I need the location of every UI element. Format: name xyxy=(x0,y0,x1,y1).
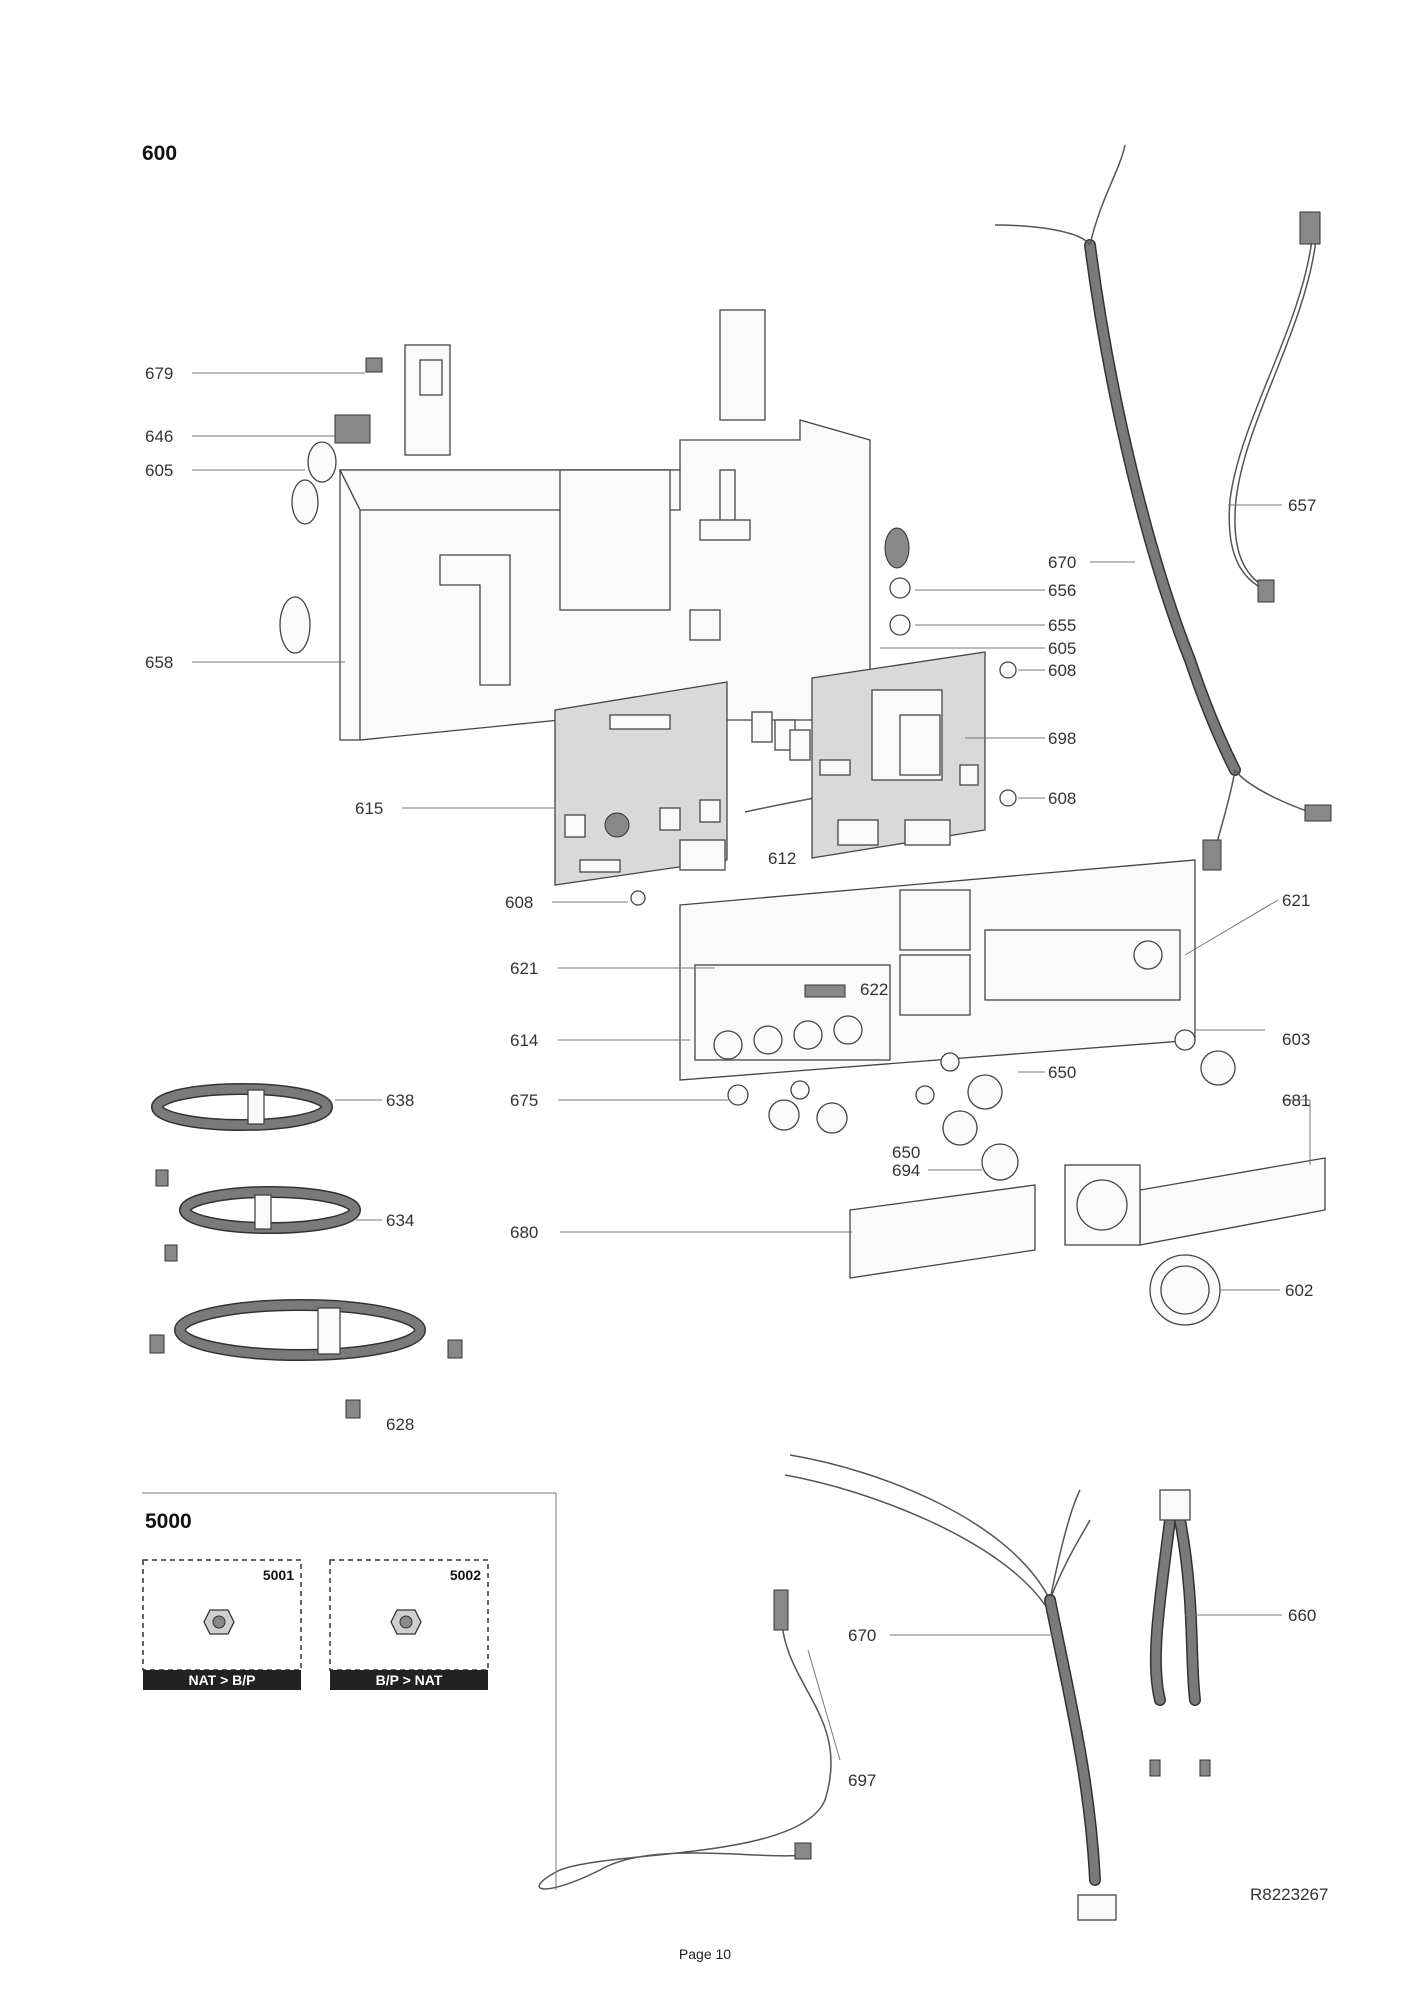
leader-lines xyxy=(192,372,1311,1761)
kit-card-5002: 5002 B/P > NAT xyxy=(329,1559,489,1690)
callout-612: 612 xyxy=(768,849,796,868)
callout-614: 614 xyxy=(510,1031,538,1050)
kit-card-5001: 5001 NAT > B/P xyxy=(142,1559,302,1690)
connector-612 xyxy=(744,711,861,813)
part-658-grommet xyxy=(279,596,311,654)
washer-608-left xyxy=(630,890,646,906)
part-655-grommet xyxy=(889,614,911,636)
callout-658: 658 xyxy=(145,653,173,672)
sensor-cable-697 xyxy=(538,1589,832,1890)
callout-670-upper: 670 xyxy=(1048,553,1076,572)
kit-number-5002: 5002 xyxy=(450,1567,481,1583)
control-box-housing xyxy=(338,419,871,741)
drawing-reference: R8223267 xyxy=(1250,1885,1328,1904)
pcb-698 xyxy=(811,651,986,859)
page-number: Page 10 xyxy=(679,1946,731,1962)
callout-697: 697 xyxy=(848,1771,876,1790)
callout-622: 622 xyxy=(860,980,888,999)
callout-621-left: 621 xyxy=(510,959,538,978)
callout-615: 615 xyxy=(355,799,383,818)
gauge-bezel-window xyxy=(1076,1179,1128,1231)
callout-628: 628 xyxy=(386,1415,414,1434)
section-heading-5000: 5000 xyxy=(145,1510,192,1533)
display-window-right xyxy=(719,309,766,421)
kit-section-5000: 5000 xyxy=(142,1492,557,1890)
callout-670-lower: 670 xyxy=(848,1626,876,1645)
callout-608-left: 608 xyxy=(505,893,533,912)
control-fascia-614 xyxy=(679,859,1196,1081)
part-646-terminal xyxy=(334,414,371,444)
callout-621-right: 621 xyxy=(1282,891,1310,910)
callout-679: 679 xyxy=(145,364,173,383)
display-window-left-lens xyxy=(419,359,443,396)
knob-assembly xyxy=(727,1029,1236,1181)
callout-655: 655 xyxy=(1048,616,1076,635)
callout-608-lower: 608 xyxy=(1048,789,1076,808)
callout-608-upper: 608 xyxy=(1048,661,1076,680)
harness-670-upper xyxy=(994,144,1332,871)
callout-634: 634 xyxy=(386,1211,414,1230)
callout-657: 657 xyxy=(1288,496,1316,515)
kit-caption-5002: B/P > NAT xyxy=(376,1672,443,1688)
cable-bundle-628 xyxy=(149,1299,463,1419)
harness-670-lower xyxy=(784,1454,1117,1921)
callout-605-left: 605 xyxy=(145,461,173,480)
callout-602: 602 xyxy=(1285,1281,1313,1300)
section-heading-600: 600 xyxy=(142,142,177,165)
gas-nozzle-icon xyxy=(390,1609,422,1635)
part-679-clip xyxy=(365,357,383,373)
washer-608-lower xyxy=(999,789,1017,807)
callout-698: 698 xyxy=(1048,729,1076,748)
part-605-bracket xyxy=(307,441,337,483)
callout-605-right: 605 xyxy=(1048,639,1076,658)
kit-caption-5001: NAT > B/P xyxy=(188,1672,255,1688)
sensor-cable-657 xyxy=(1228,211,1321,603)
harness-660 xyxy=(1149,1489,1211,1777)
pcb-615 xyxy=(554,681,728,886)
callout-603: 603 xyxy=(1282,1030,1310,1049)
callout-646: 646 xyxy=(145,427,173,446)
callout-681: 681 xyxy=(1282,1091,1310,1110)
callout-650-left: 650 xyxy=(892,1143,920,1162)
callout-680: 680 xyxy=(510,1223,538,1242)
callout-656: 656 xyxy=(1048,581,1076,600)
callout-638: 638 xyxy=(386,1091,414,1110)
pressure-gauge-602-face xyxy=(1160,1265,1210,1315)
callout-650-right: 650 xyxy=(1048,1063,1076,1082)
callout-labels: 679 646 605 658 615 608 621 614 675 638 … xyxy=(145,364,1316,1790)
callout-675: 675 xyxy=(510,1091,538,1110)
cable-bundle-638 xyxy=(151,1083,333,1131)
cover-681 xyxy=(1139,1157,1326,1246)
part-grommet-right xyxy=(884,527,910,569)
callout-660: 660 xyxy=(1288,1606,1316,1625)
gas-nozzle-icon xyxy=(203,1609,235,1635)
part-605-bracket-2 xyxy=(291,479,319,525)
washer-608-upper xyxy=(999,661,1017,679)
cable-bundle-634 xyxy=(155,1169,361,1262)
callout-694: 694 xyxy=(892,1161,920,1180)
cover-680 xyxy=(849,1184,1036,1279)
part-656-grommet xyxy=(889,577,911,599)
kit-number-5001: 5001 xyxy=(263,1567,294,1583)
knob-694 xyxy=(981,1143,1019,1181)
